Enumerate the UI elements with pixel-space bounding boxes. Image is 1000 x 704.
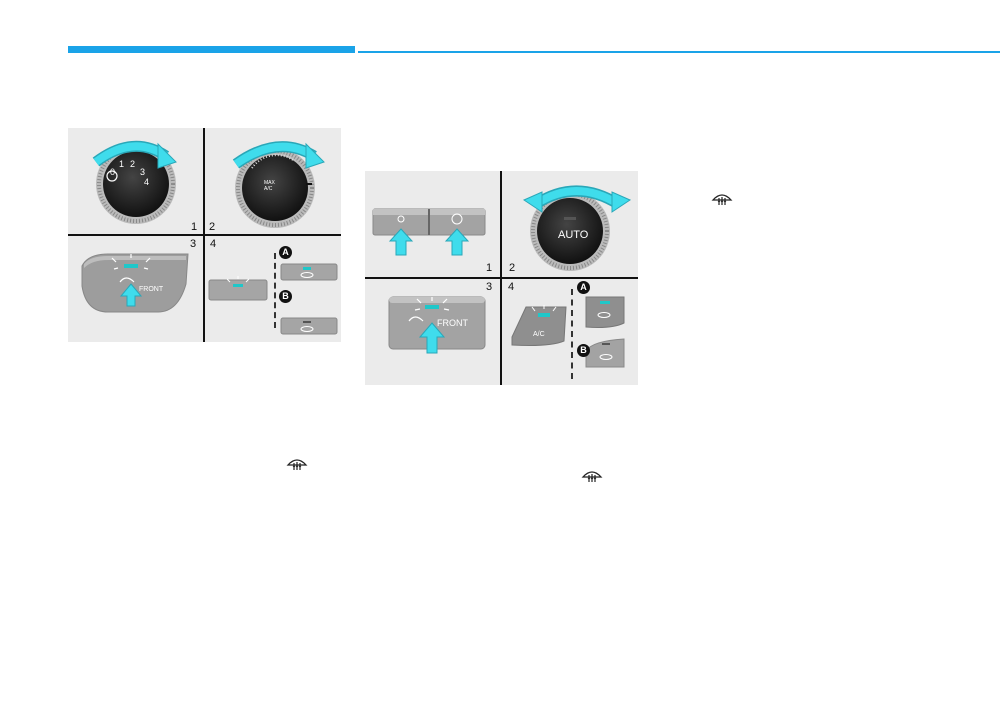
front-defrost-button (81, 253, 189, 313)
panel-number: 1 (486, 262, 493, 274)
dial-number: 1 (119, 159, 125, 169)
panel-number: 1 (191, 221, 198, 233)
defrost-icon (286, 459, 308, 470)
fan-speed-buttons (372, 208, 486, 256)
panel-divider-horizontal (68, 234, 341, 236)
panel-number: 3 (190, 238, 197, 250)
dial-number: 0 (110, 167, 116, 177)
defrost-icon (581, 471, 603, 482)
header-accent-bar (68, 46, 355, 53)
variant-badge-b: B (577, 344, 590, 357)
dial-number: 4 (144, 177, 150, 187)
max-ac-label: MAX (264, 180, 275, 186)
fan-icon (451, 213, 463, 225)
front-label: FRONT (139, 286, 164, 293)
rotate-arrow-icon (92, 140, 177, 169)
fan-icon (397, 215, 405, 223)
recirculation-button-b (280, 317, 338, 335)
variant-divider (274, 253, 276, 328)
recirculation-icon (300, 272, 314, 278)
panel-number: 4 (210, 238, 217, 250)
ac-label: A/C (533, 331, 545, 338)
recirculation-icon (300, 326, 314, 332)
ac-button-panel (208, 263, 338, 335)
arrow-up-icon (119, 283, 143, 307)
defrost-icon (711, 194, 733, 205)
variant-badge-b: B (279, 290, 292, 303)
panel-number: 2 (209, 221, 216, 233)
figure-manual-climate-control: 0 1 2 3 4 1 MAX A/C 2 3 FRONT 4 (68, 128, 341, 342)
variant-divider (571, 289, 573, 379)
arrow-up-icon (444, 228, 470, 256)
dial-number: 3 (140, 167, 146, 177)
recirculation-icon (597, 312, 611, 318)
arrow-up-icon (388, 228, 414, 256)
fan-icon (106, 170, 118, 182)
header-rule (358, 51, 1000, 53)
fan-speed-dial (96, 144, 176, 224)
auto-dial (530, 191, 610, 271)
front-defrost-button (388, 296, 486, 354)
panel-number: 2 (509, 262, 516, 274)
defrost-icon (119, 277, 135, 283)
dial-number: 2 (130, 159, 136, 169)
arrow-up-icon (418, 322, 446, 354)
recirculation-button-a (280, 263, 338, 281)
front-label: FRONT (437, 318, 468, 328)
ac-button-panel (511, 296, 625, 368)
variant-badge-a: A (577, 281, 590, 294)
panel-number: 3 (486, 281, 493, 293)
panel-number: 4 (508, 281, 515, 293)
max-ac-label: A/C (264, 186, 273, 192)
recirculation-icon (599, 354, 613, 360)
rotate-arrow-icon (232, 141, 325, 169)
defrost-icon (408, 316, 424, 322)
panel-divider-horizontal (365, 277, 638, 279)
auto-label: AUTO (558, 229, 589, 241)
variant-badge-a: A (279, 246, 292, 259)
rotate-arrow-icon (522, 185, 632, 213)
figure-automatic-climate-control: 1 AUTO 2 3 FRONT 4 (365, 171, 638, 385)
